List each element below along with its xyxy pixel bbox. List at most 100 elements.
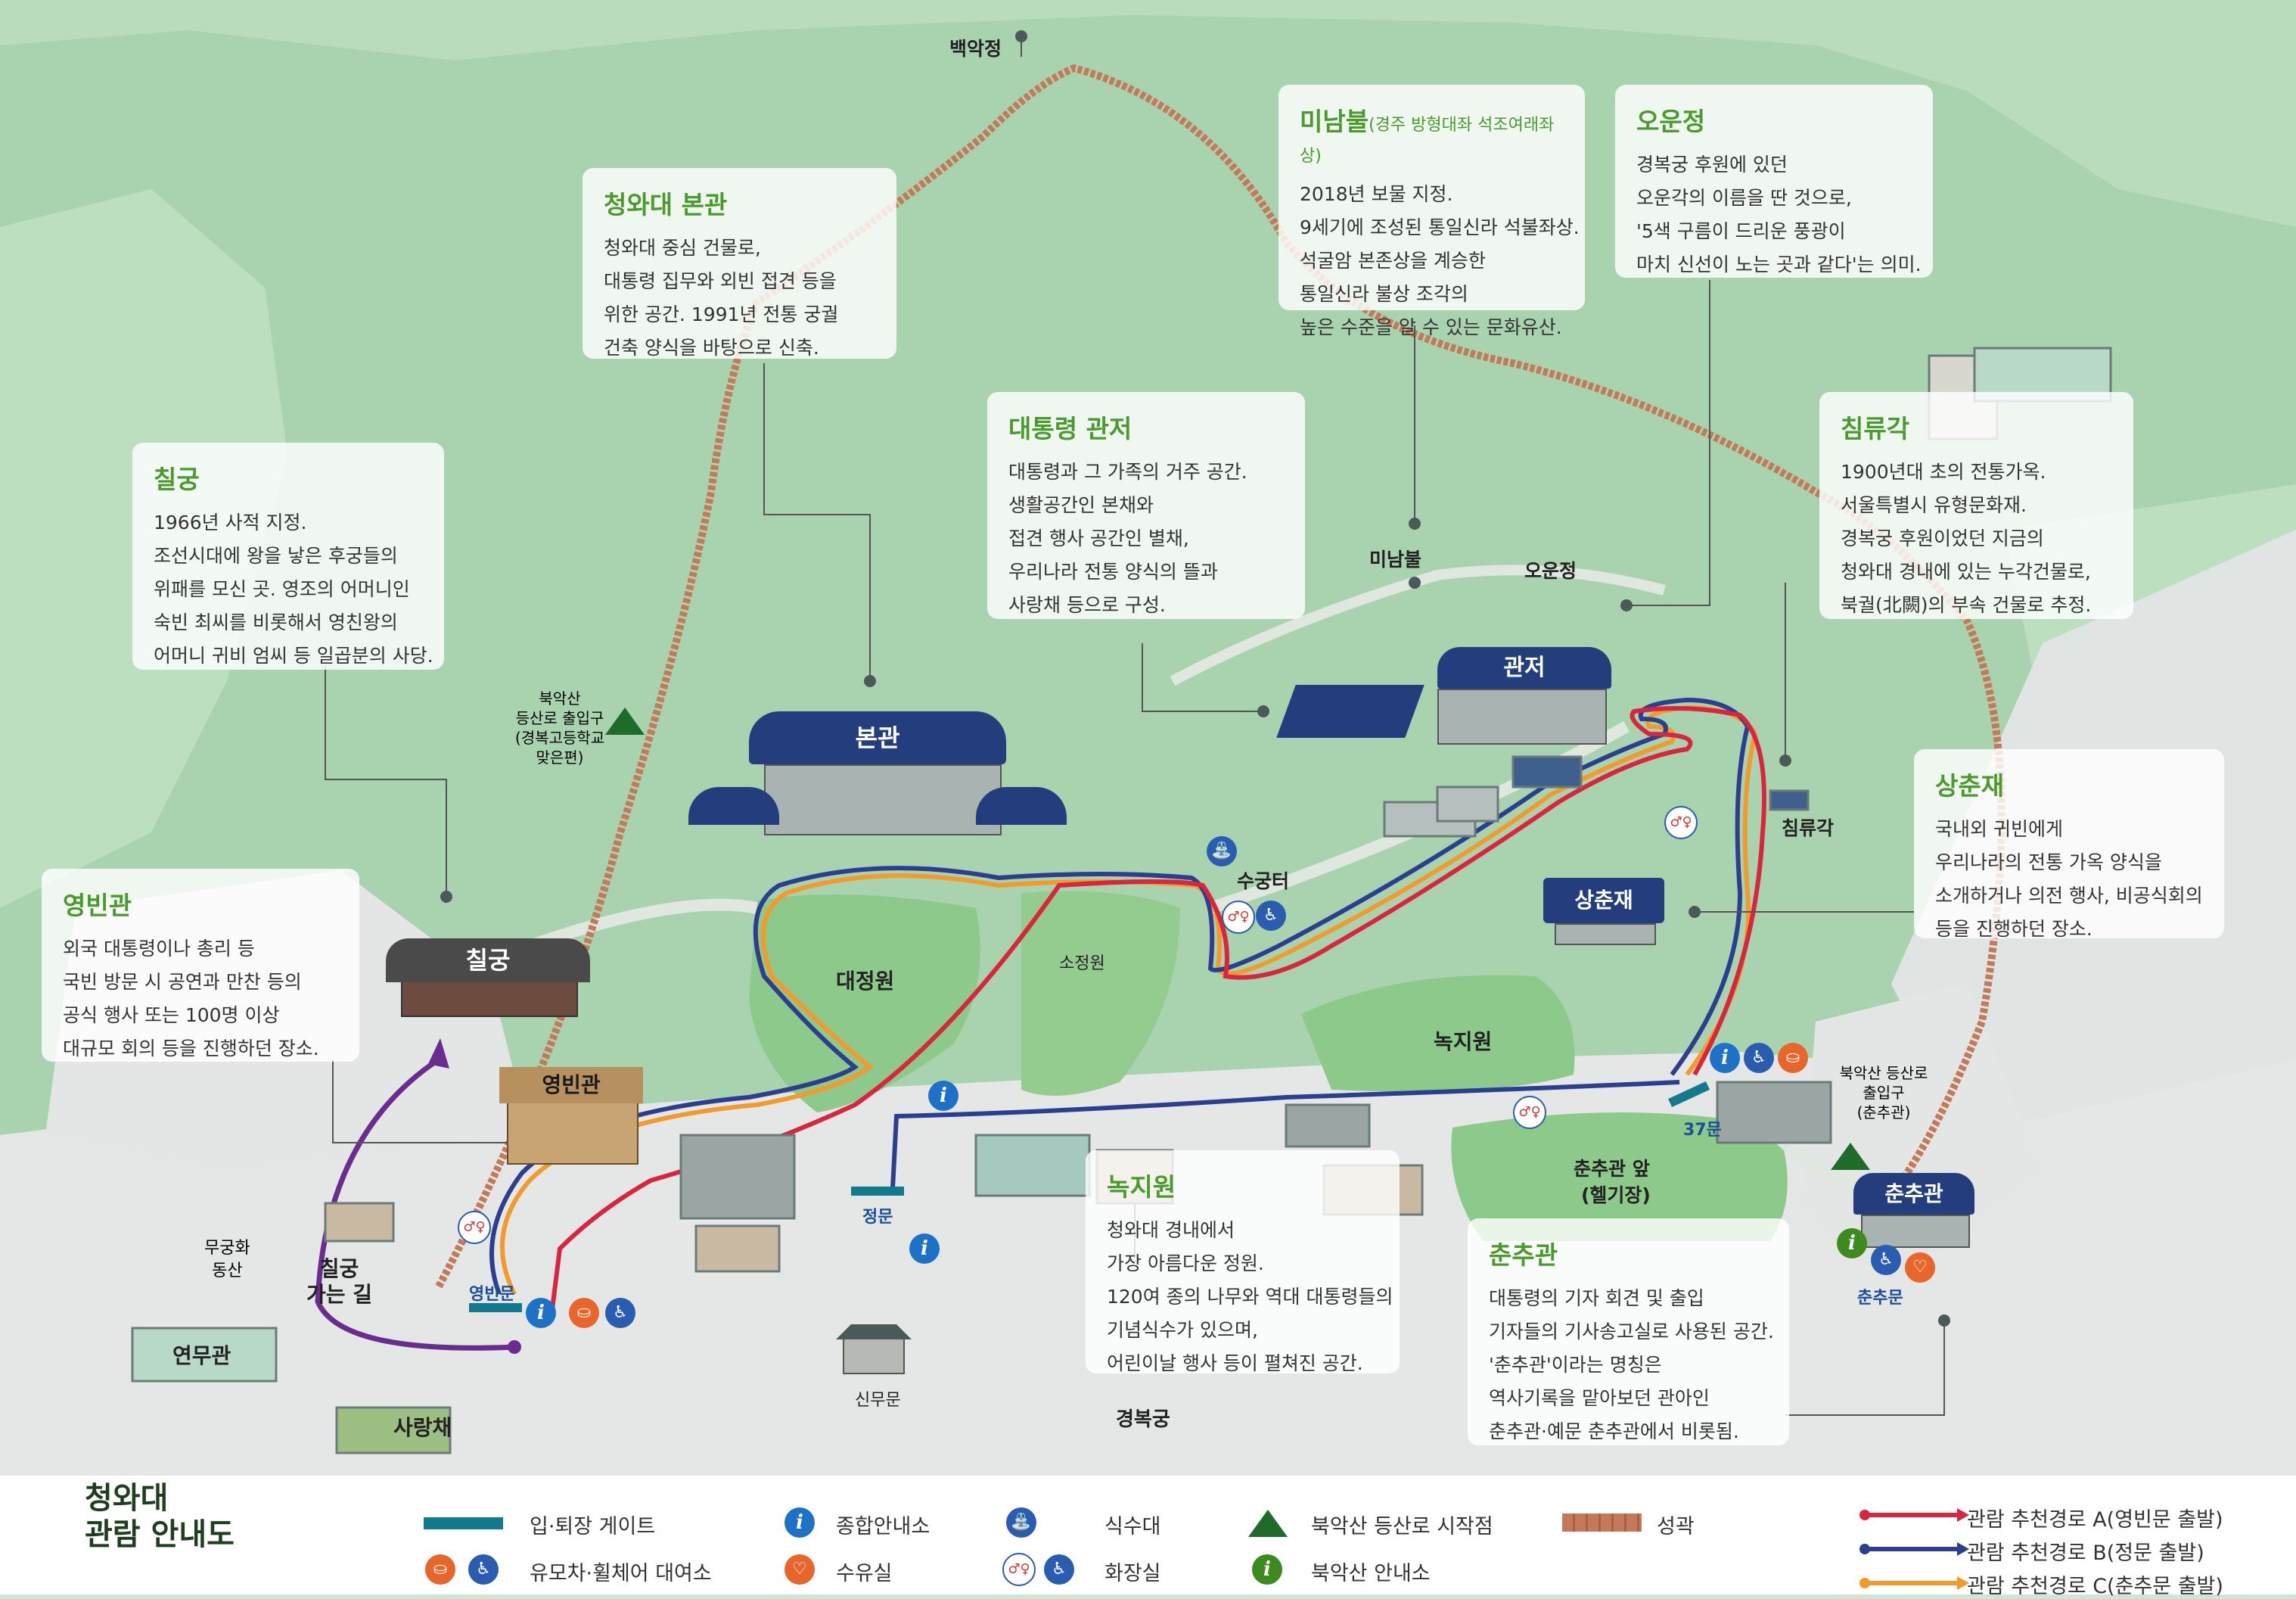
route-b: [489, 697, 1751, 1296]
chilgung-road-label: 칠궁 가는 길: [306, 1256, 373, 1307]
legend-route-b-label: 관람 추천경로 B(정문 출발): [1967, 1541, 2204, 1565]
restroom-icon: ♂♀: [1002, 1553, 1036, 1586]
restroom-icon[interactable]: ♂♀: [1222, 901, 1255, 934]
heliport-label-2: (헬기장): [1581, 1184, 1651, 1206]
legend-restroom-label: 화장실: [1105, 1562, 1161, 1585]
chilgung-building[interactable]: 칠궁: [386, 938, 590, 1022]
info-icon[interactable]: i: [928, 1081, 958, 1111]
gate-yeongbin-label: 영빈문: [469, 1285, 515, 1304]
legend-route-a-label: 관람 추천경로 A(영빈문 출발): [1967, 1508, 2223, 1532]
legend-gate-label: 입·퇴장 게이트: [530, 1515, 656, 1538]
water-fountain-icon: ⛲: [1006, 1507, 1036, 1538]
legend-route-c-label: 관람 추천경로 C(춘추문 출발): [1967, 1575, 2223, 1598]
water-fountain-icon[interactable]: ⛲: [1207, 836, 1237, 866]
trail-west-entrance: 북악산 등산로 출입구 (경복고등학교 맞은편): [514, 689, 605, 767]
gate-chunchu-label: 춘추문: [1857, 1289, 1903, 1308]
bonkwan-building[interactable]: 본관: [681, 711, 1074, 863]
legend-nursing-label: 수유실: [836, 1562, 893, 1585]
sinmu-gate-label: 신무문: [855, 1391, 901, 1410]
sangchunjae-label: 상춘재: [1543, 878, 1664, 923]
info-icon: i: [784, 1507, 815, 1538]
nokjiwon-lawn: [1301, 975, 1575, 1092]
info-box-chunchugwan: 춘추관 대통령의 기자 회견 및 출입 기자들의 기사송고실로 사용된 공간. …: [1468, 1218, 1789, 1445]
wheelchair-icon[interactable]: ♿: [605, 1298, 635, 1328]
info-icon[interactable]: i: [526, 1298, 556, 1328]
wheelchair-icon: ♿: [1044, 1554, 1074, 1585]
info-icon[interactable]: i: [1710, 1043, 1740, 1073]
info-box-oungjeong: 오운정 경복궁 후원에 있던 오운각의 이름을 딴 것으로, '5색 구름이 드…: [1615, 85, 1933, 278]
nokjiwon-label: 녹지원: [1434, 1029, 1493, 1054]
baegakjeong-label: 백악정: [949, 38, 1002, 60]
trail-start-east-icon: [1831, 1143, 1870, 1170]
restroom-icon[interactable]: ♂♀: [1664, 806, 1698, 839]
trail-east-entrance: 북악산 등산로 출입구 (춘추관): [1839, 1064, 1928, 1121]
chunchugwan-label: 춘추관: [1853, 1173, 1974, 1215]
legend-stroller-label: 유모차·휠체어 대여소: [530, 1562, 712, 1585]
info-box-chilgung: 칠궁 1966년 사적 지정. 조선시대에 왕을 낳은 후궁들의 위패를 모신 …: [132, 443, 444, 670]
trail-start-west-icon: [605, 708, 645, 735]
oungjeong-label: 오운정: [1524, 560, 1577, 582]
wheelchair-icon[interactable]: ♿: [1744, 1043, 1774, 1073]
gwanjeo-building[interactable]: 관저: [1276, 647, 1634, 776]
heliport-lawn: [1451, 1112, 1788, 1241]
restroom-icon[interactable]: ♂♀: [1513, 1096, 1546, 1129]
legend-wall-swatch: [1562, 1513, 1642, 1532]
sinmu-gate-shape: [843, 1335, 905, 1374]
legend: 청와대 관람 안내도 입·퇴장 게이트 i 종합안내소 ⛲ 식수대 북악산 등산…: [0, 1476, 2296, 1598]
wheelchair-icon: ♿: [468, 1554, 499, 1585]
info-box-sangchunjae: 상춘재 국내외 귀빈에게 우리나라의 전통 가옥 양식을 소개하거나 의전 행사…: [1914, 749, 2224, 940]
gate-yeongbin[interactable]: [469, 1303, 522, 1312]
sarangchae-label: 사랑채: [393, 1415, 452, 1440]
info-icon[interactable]: i: [909, 1233, 940, 1264]
nursing-room-icon[interactable]: ♡: [1905, 1252, 1935, 1283]
bonkwan-label: 본관: [749, 711, 1006, 764]
route-a: [550, 706, 1766, 1310]
heliport-label-1: 춘추관 앞: [1574, 1158, 1650, 1180]
sojeongwon-label: 소정원: [1059, 954, 1105, 973]
legend-info-label: 종합안내소: [836, 1515, 931, 1538]
legend-wall-label: 성곽: [1657, 1515, 1695, 1538]
chilgung-label: 칠궁: [386, 938, 590, 982]
trail-info-icon: i: [1252, 1554, 1282, 1585]
sugungteo-label: 수궁터: [1237, 870, 1290, 892]
daejeongwon-lawn: [749, 894, 980, 1112]
legend-water-label: 식수대: [1105, 1515, 1161, 1538]
info-box-gwanjeo: 대통령 관저 대통령과 그 가족의 거주 공간. 생활공간인 본채와 접견 행사…: [987, 392, 1305, 619]
mugunghwa-label: 무궁화 동산: [204, 1239, 250, 1280]
wheelchair-icon[interactable]: ♿: [1256, 901, 1286, 931]
gate-jeong-label: 정문: [862, 1208, 893, 1227]
stroller-icon[interactable]: ⛀: [569, 1298, 599, 1328]
legend-route-arrows: [1859, 1508, 1969, 1590]
chilgung-path: [315, 1057, 515, 1351]
nursing-room-icon: ♡: [784, 1554, 815, 1585]
trail-start-icon: [1248, 1510, 1288, 1537]
wheelchair-icon[interactable]: ♿: [1871, 1245, 1901, 1275]
gyeongbokgung-label: 경복궁: [1116, 1408, 1170, 1431]
yeongbingwan-building[interactable]: 영빈관: [499, 1067, 643, 1165]
stroller-icon[interactable]: ⛀: [1778, 1043, 1808, 1073]
map-area: 본관 관저 칠궁 영빈관 상춘재 춘추관 연무관 사랑채 백악정 미남불 오운정…: [0, 0, 2296, 1476]
legend-title: 청와대 관람 안내도: [85, 1481, 235, 1552]
gate-37-label: 37문: [1683, 1121, 1722, 1140]
sojeongwon-lawn: [1021, 891, 1180, 1096]
gate-jeong[interactable]: [851, 1187, 904, 1196]
chunchugwan-building[interactable]: 춘추관: [1853, 1173, 1974, 1249]
info-box-nokjiwon: 녹지원 청와대 경내에서 가장 아름다운 정원. 120여 종의 나무와 역대 …: [1086, 1150, 1400, 1374]
legend-trail-start-label: 북악산 등산로 시작점: [1311, 1515, 1493, 1538]
restroom-icon[interactable]: ♂♀: [458, 1211, 491, 1244]
yeongbingwan-label: 영빈관: [499, 1067, 643, 1103]
route-b-main-gate: [890, 1080, 1680, 1189]
info-box-chimnyugak: 침류각 1900년대 초의 전통가옥. 서울특별시 유형문화재. 경복궁 후원이…: [1819, 392, 2133, 619]
sangchunjae-building[interactable]: 상춘재: [1543, 878, 1664, 945]
gwanjeo-label: 관저: [1437, 647, 1611, 689]
trail-info-icon[interactable]: i: [1837, 1228, 1867, 1258]
legend-gate-swatch: [424, 1517, 503, 1529]
info-box-minambul: 미남불(경주 방형대좌 석조여래좌상) 2018년 보물 지정. 9세기에 조성…: [1278, 85, 1585, 338]
stroller-icon: ⛀: [425, 1554, 455, 1585]
info-box-yeongbingwan: 영빈관 외국 대통령이나 총리 등 국빈 방문 시 공연과 만찬 등의 공식 행…: [42, 869, 359, 1062]
info-box-bonkwan: 청와대 본관 청와대 중심 건물로, 대통령 집무와 외빈 접견 등을 위한 공…: [583, 168, 896, 359]
legend-trail-info-label: 북악산 안내소: [1311, 1562, 1431, 1585]
yeonmugwan-label: 연무관: [172, 1343, 231, 1368]
minambul-label: 미남불: [1369, 549, 1422, 571]
fortress-wall: [435, 64, 2006, 1289]
